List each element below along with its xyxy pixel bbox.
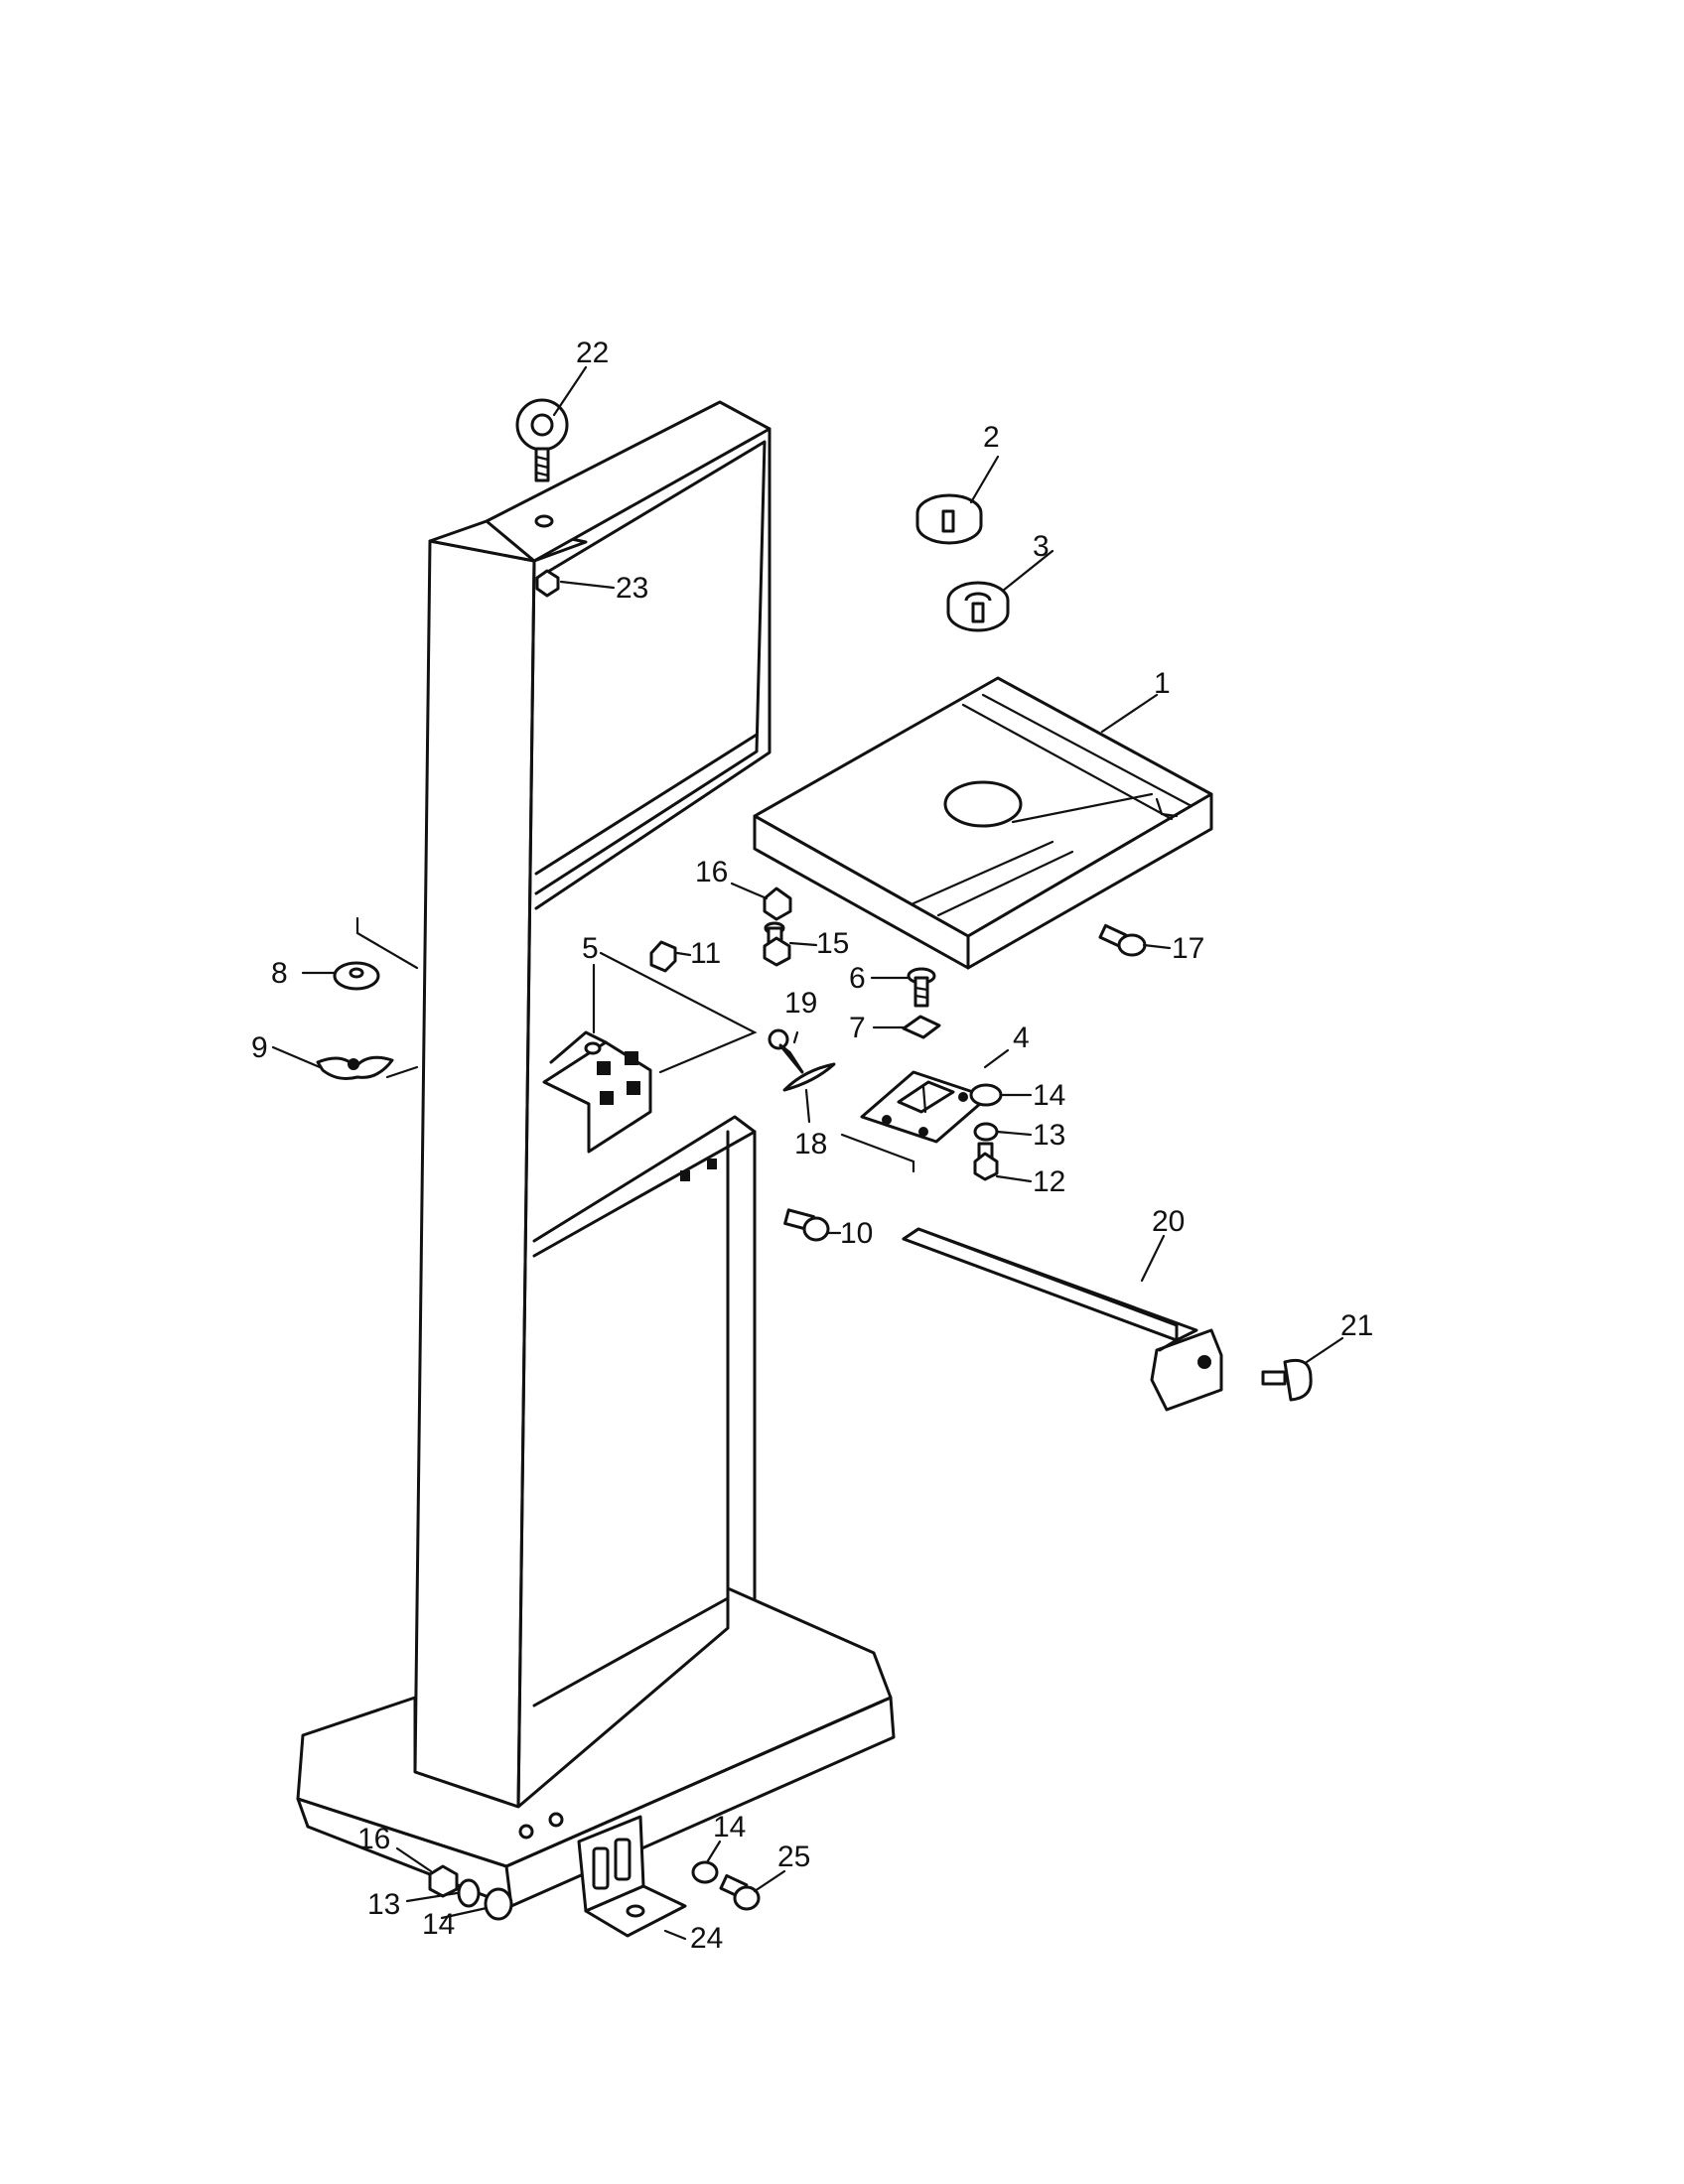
callout-16-upper: 16 <box>695 856 728 888</box>
screw-19 <box>768 1028 804 1074</box>
washer-14-lower-left <box>484 1887 513 1921</box>
callout-14-bottom-left: 14 <box>422 1908 455 1941</box>
nut-23 <box>535 569 560 598</box>
callout-5: 5 <box>582 932 599 965</box>
lock-washer-13-lower <box>457 1878 481 1908</box>
callout-12: 12 <box>1033 1165 1065 1198</box>
callout-25: 25 <box>777 1841 810 1873</box>
callout-2: 2 <box>983 421 1000 454</box>
knob-8 <box>333 961 380 991</box>
nut-16-upper <box>763 887 792 921</box>
callout-24: 24 <box>690 1922 723 1955</box>
carriage-bolt-6 <box>907 967 936 1008</box>
callout-20: 20 <box>1152 1205 1185 1238</box>
bolt-25 <box>719 1873 761 1911</box>
saw-table <box>753 676 1213 970</box>
lock-washer-13-right <box>973 1122 999 1142</box>
callout-18: 18 <box>794 1128 827 1160</box>
leader-lines <box>271 365 1344 1941</box>
callout-10: 10 <box>840 1217 873 1250</box>
pointer-18 <box>782 1062 836 1092</box>
callout-1: 1 <box>1154 667 1171 700</box>
bolt-17 <box>1098 923 1147 957</box>
callout-7: 7 <box>849 1012 866 1044</box>
callout-16-lower: 16 <box>357 1823 390 1855</box>
callout-6: 6 <box>849 962 866 995</box>
callout-11: 11 <box>690 937 721 970</box>
nut-11 <box>649 940 677 973</box>
callout-3: 3 <box>1033 530 1050 563</box>
callout-23: 23 <box>616 572 648 605</box>
nut-16-lower <box>428 1864 459 1898</box>
c-washer-3 <box>946 581 1010 632</box>
hardware <box>316 398 1313 1938</box>
callout-19: 19 <box>784 987 817 1020</box>
callout-14-bottom-right: 14 <box>713 1811 746 1843</box>
callout-15: 15 <box>816 927 849 960</box>
bolt-15 <box>763 921 791 967</box>
c-washer-2 <box>915 493 983 545</box>
square-nut-7 <box>902 1015 941 1039</box>
callout-17: 17 <box>1172 932 1204 965</box>
washer-14-right <box>969 1083 1003 1107</box>
rip-fence <box>902 1227 1223 1412</box>
wing-nut-9 <box>316 1055 394 1080</box>
callout-4: 4 <box>1013 1022 1030 1054</box>
callout-labels: 22 23 2 3 1 16 15 17 5 11 6 4 19 7 8 9 1… <box>251 337 1373 1955</box>
callout-21: 21 <box>1340 1309 1373 1342</box>
bolt-12 <box>973 1142 999 1181</box>
trunnion-bracket <box>542 951 758 1154</box>
callout-13-right: 13 <box>1033 1119 1065 1152</box>
washer-14-lower-right <box>691 1860 719 1884</box>
callout-9: 9 <box>251 1031 268 1064</box>
eye-bolt <box>515 398 569 482</box>
angle-bracket-24 <box>577 1815 687 1938</box>
callout-14-right: 14 <box>1033 1079 1065 1112</box>
callout-22: 22 <box>576 337 609 369</box>
table-insert-plate <box>840 1070 990 1173</box>
stand-frame <box>296 400 896 1908</box>
callout-13-lower: 13 <box>367 1888 400 1921</box>
bolt-10 <box>783 1208 830 1242</box>
thumb-screw-21 <box>1261 1358 1313 1402</box>
callout-8: 8 <box>271 957 288 990</box>
